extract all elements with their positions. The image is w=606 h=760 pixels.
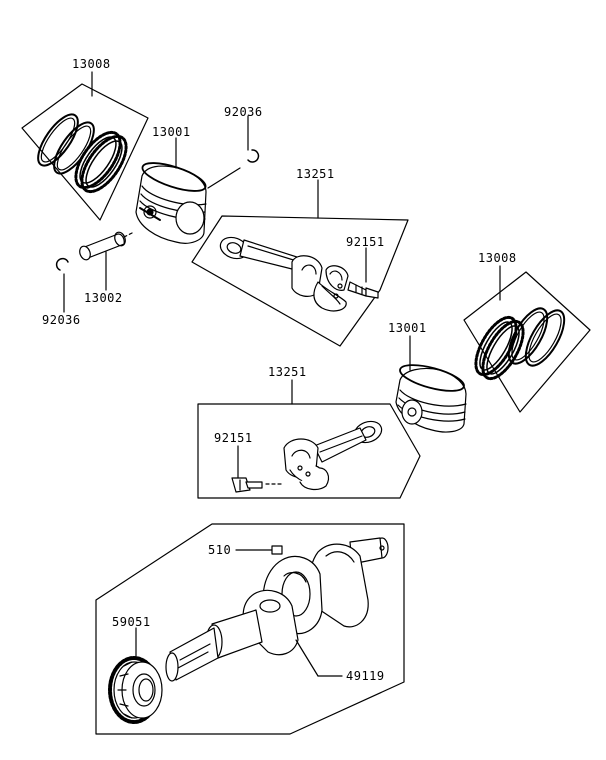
label-ring-set-right: 13008 [478,251,517,265]
ring-set-right-frame [464,272,590,412]
label-pin: 13002 [84,291,123,305]
conrod-mid [284,418,385,490]
oil-ring [67,125,128,195]
label-bolt-top: 92151 [346,235,385,249]
piston-pin [78,231,134,262]
label-conrod-top: 13251 [296,167,335,181]
ring-set-right [468,303,572,385]
label-conrod-mid: 13251 [268,365,307,379]
ring-1 [31,109,85,172]
label-piston-top: 13001 [152,125,191,139]
axis-circlip-top [208,168,240,188]
label-gear: 59051 [112,615,151,629]
label-ring-set-top: 13008 [72,57,111,71]
ring-set-top-group [22,84,148,220]
piston-right [396,360,466,432]
label-crankshaft: 49119 [346,669,385,683]
bolt-mid [232,446,282,492]
crankshaft-frame [96,524,404,734]
conrod-top-frame [192,216,408,346]
bolt-top [348,248,378,298]
label-bolt-mid: 92151 [214,431,253,445]
crankshaft [166,538,388,681]
circlip-bottom [57,259,68,270]
gear [110,628,162,722]
label-piston-right: 13001 [388,321,427,335]
piston-top [136,157,208,243]
label-circlip-bottom: 92036 [42,313,81,327]
ring-set-top-frame [22,84,148,220]
circlip-top [248,150,258,162]
key-510 [272,546,282,554]
conrod-mid-frame [198,404,420,498]
label-key: 510 [208,543,232,557]
conrod-top [217,234,348,311]
label-circlip-top: 92036 [224,105,263,119]
